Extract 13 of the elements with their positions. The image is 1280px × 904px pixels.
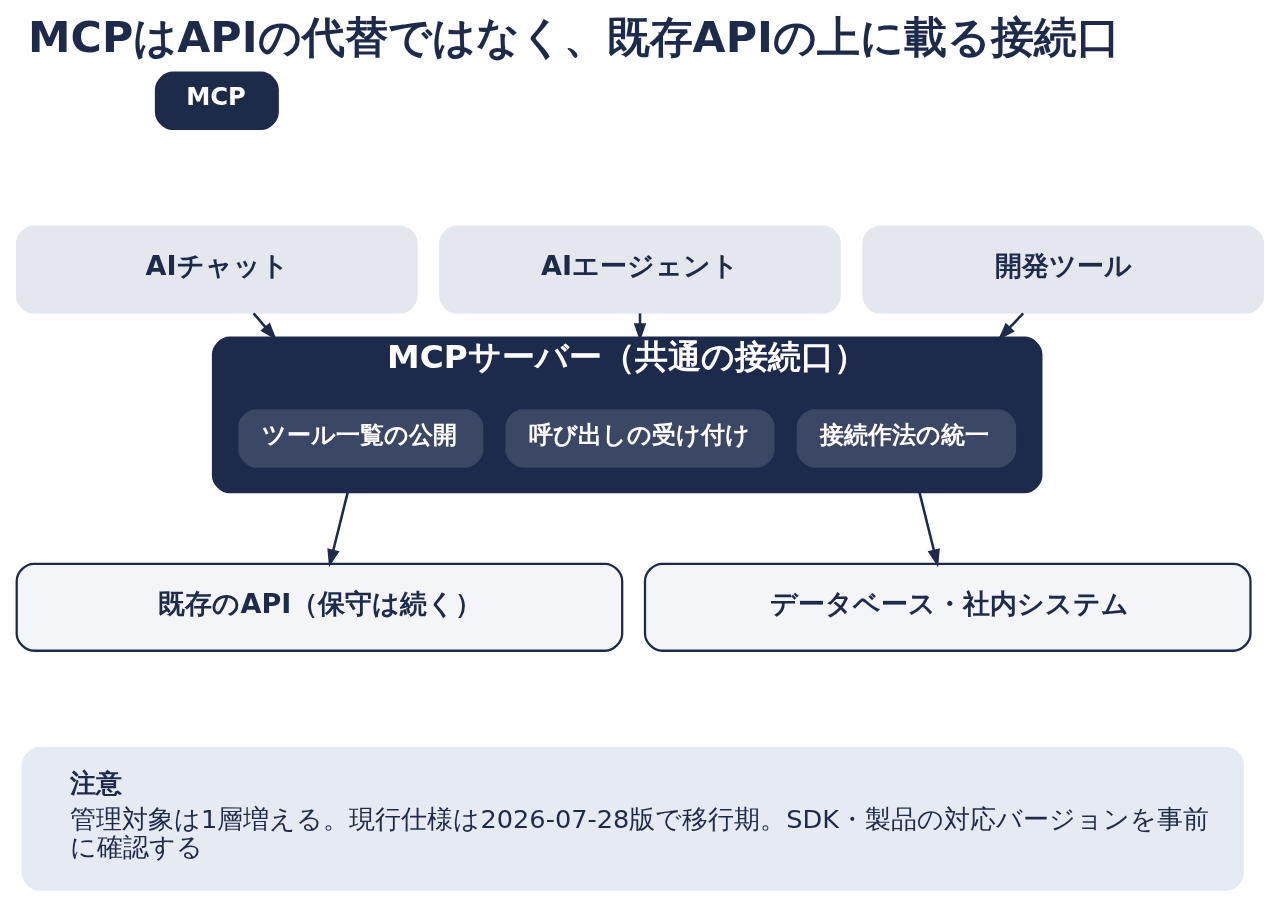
node-box: AIエージェント (439, 225, 841, 314)
diagram-title: MCPはAPIの代替ではなく、既存APIの上に載る接続口 (28, 12, 1120, 63)
node-box: データベース・社内システム (643, 562, 1252, 652)
node-box: 接続作法の統一 (796, 409, 1017, 468)
node-box: 呼び出しの受け付け (505, 409, 775, 468)
arrow (918, 492, 940, 568)
node-box: 注意 管理対象は1層増える。現行仕様は2026-07-28版で移行期。SDK・製品の対応バージョンを事前に確認する (21, 746, 1245, 891)
arrow (327, 492, 349, 568)
node-box: 開発ツール (862, 225, 1264, 314)
node-box: ツール一覧の公開 (238, 409, 484, 468)
node-box: AIチャット (16, 225, 418, 314)
node-box: MCP (154, 71, 279, 130)
node-box: 既存のAPI（保守は続く） (15, 562, 624, 652)
